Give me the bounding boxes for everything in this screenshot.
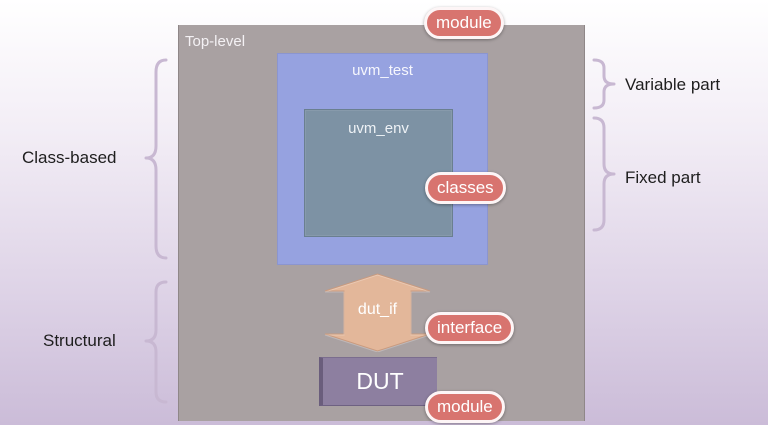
variable-part-brace	[592, 58, 616, 110]
uvm-test-label: uvm_test	[352, 62, 413, 79]
class-based-brace	[144, 58, 168, 260]
top-level-label: Top-level	[185, 33, 246, 50]
class-based-label: Class-based	[22, 148, 117, 167]
dut-if-shape	[324, 273, 431, 352]
structural-brace	[144, 280, 168, 404]
classes-tag: classes	[425, 172, 506, 204]
module-tag-top: module	[424, 7, 504, 39]
uvm-env-label: uvm_env	[348, 120, 409, 137]
module-tag-bottom: module	[425, 391, 505, 423]
structural-label: Structural	[43, 331, 116, 350]
dut-box: DUT	[319, 357, 437, 406]
interface-tag: interface	[425, 312, 515, 344]
uvm-env-box	[304, 109, 453, 237]
fixed-part-label: Fixed part	[625, 168, 701, 187]
fixed-part-brace	[592, 116, 616, 232]
dut-if-label: dut_if	[357, 301, 398, 318]
variable-part-label: Variable part	[625, 75, 721, 94]
